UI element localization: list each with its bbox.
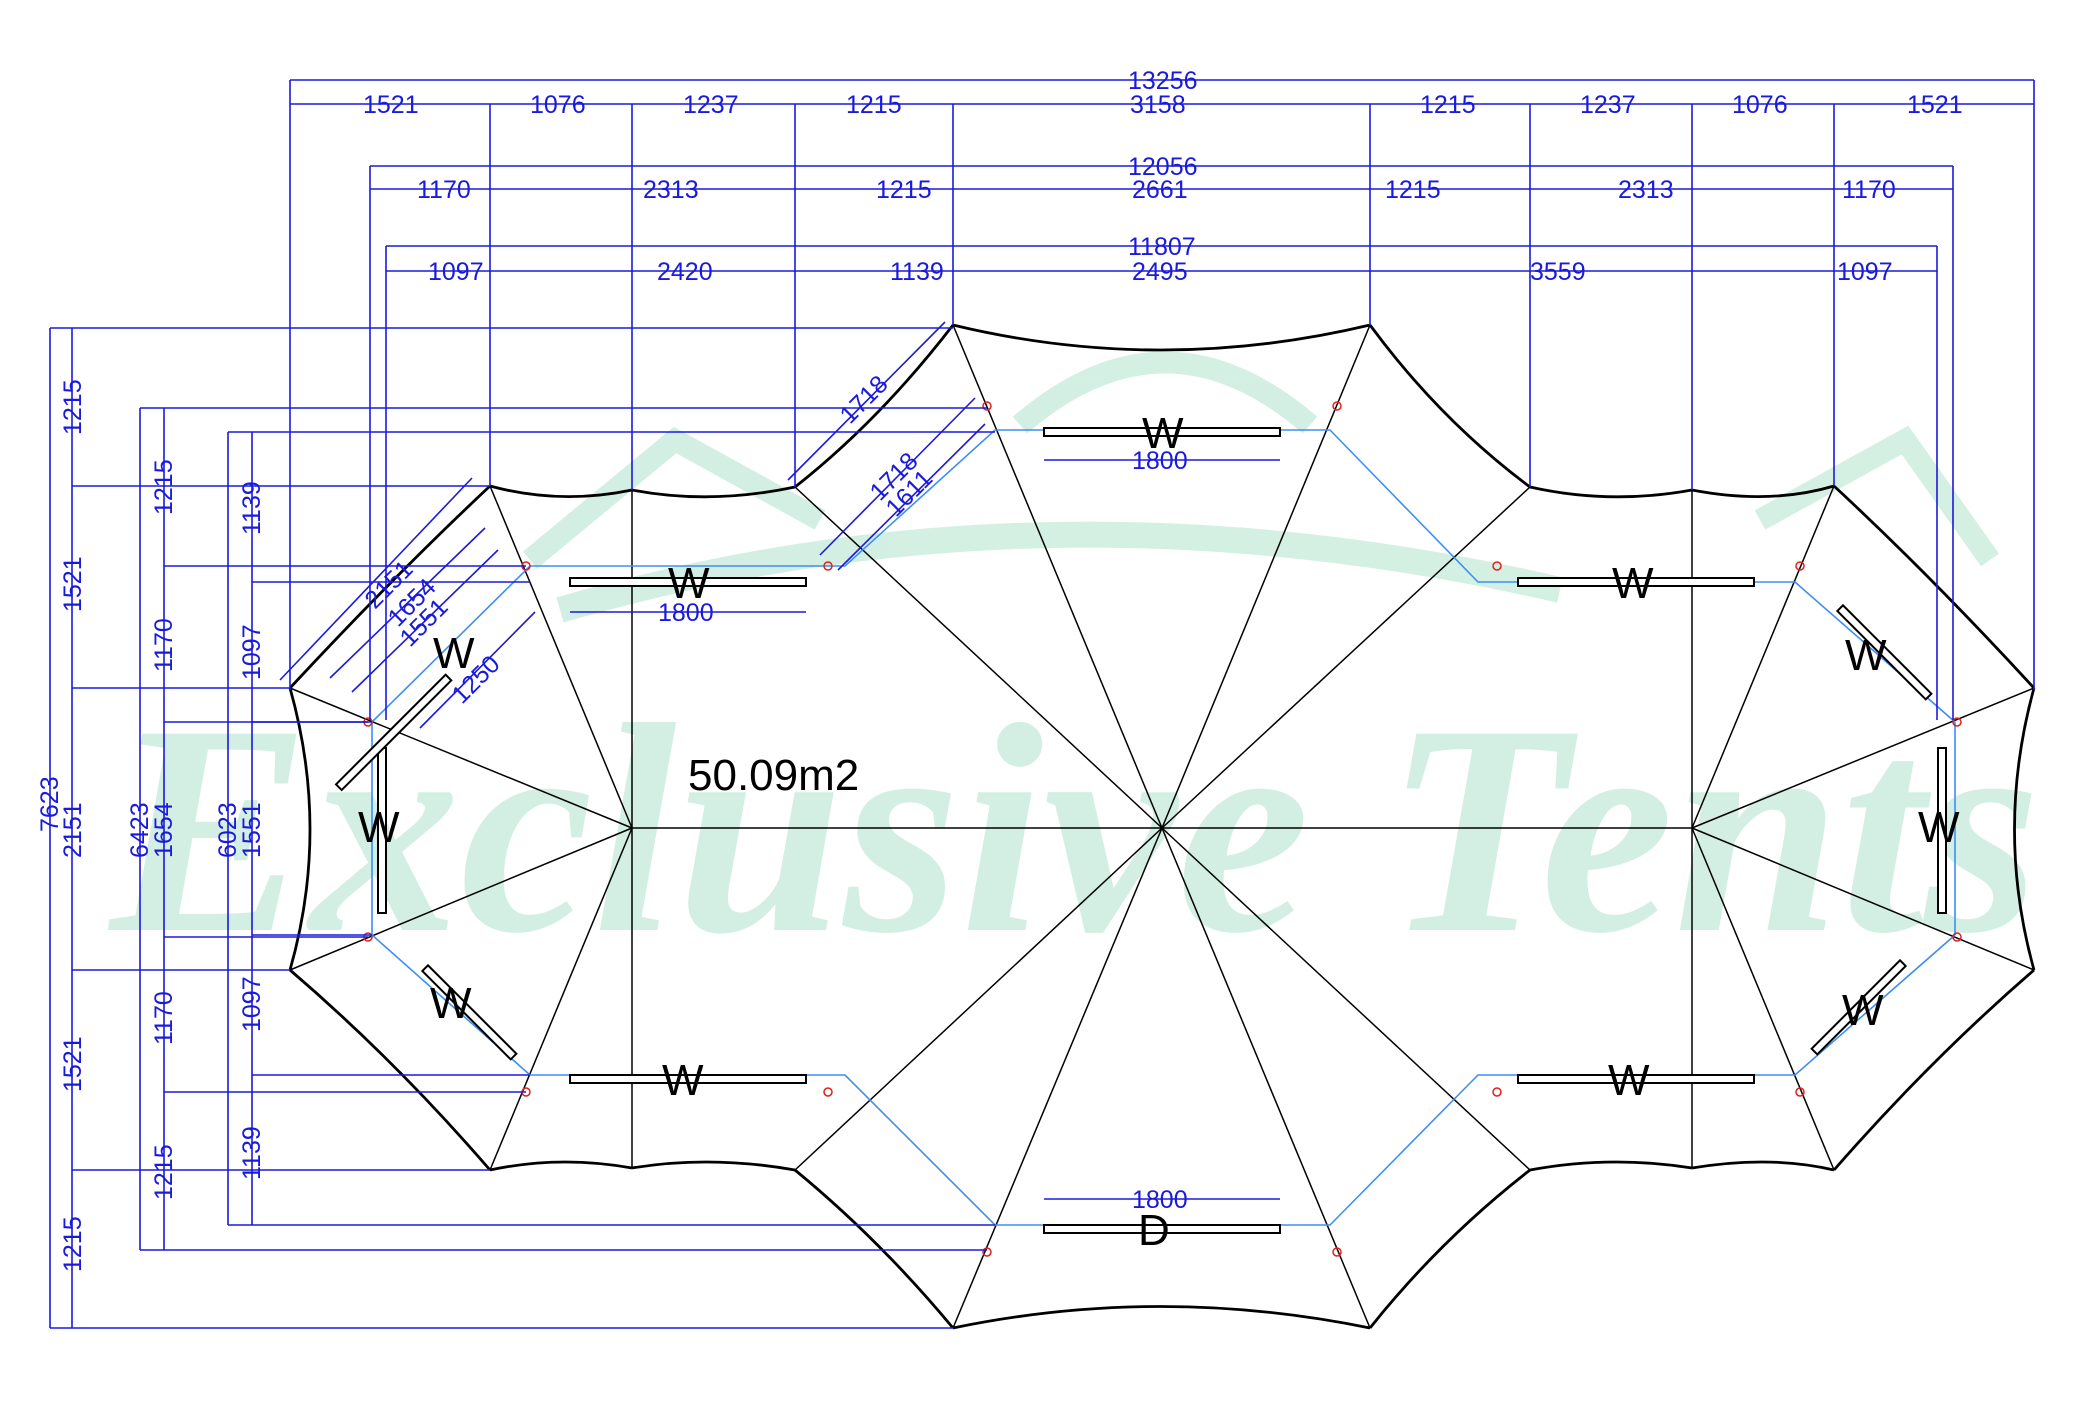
window-upper-right-diagonal xyxy=(1835,603,1933,701)
dim-label: 1097 xyxy=(238,624,266,680)
dim-label: 1215 xyxy=(1385,176,1441,204)
dim-label: 1097 xyxy=(238,976,266,1032)
watermark: Exclusive Tents xyxy=(105,351,2041,995)
dim-total-6423: 6423 xyxy=(126,802,154,858)
opening-label: W xyxy=(662,1056,704,1105)
window-right xyxy=(1937,747,1947,914)
dim-total-11807: 11807 xyxy=(1128,233,1196,261)
dim-label: 1551 xyxy=(238,802,266,858)
dim-total-6023: 6023 xyxy=(214,802,242,858)
area-label: 50.09m2 xyxy=(688,751,859,800)
window-bottom-right xyxy=(1517,1074,1755,1084)
opening-label: W xyxy=(1608,1056,1650,1105)
dim-label: 2661 xyxy=(1132,176,1188,204)
dim-label: 1521 xyxy=(363,91,419,119)
opening-label: W xyxy=(1142,409,1184,458)
dim-label: 1076 xyxy=(1732,91,1788,119)
dim-label: 1237 xyxy=(1580,91,1636,119)
opening-width: 1800 xyxy=(658,599,714,627)
dim-label: 1654 xyxy=(150,802,178,858)
dim-label: 2313 xyxy=(1618,176,1674,204)
opening-label: W xyxy=(430,979,472,1028)
dim-label: 1170 xyxy=(150,618,178,672)
dim-label: 1170 xyxy=(1842,176,1896,204)
window-top-left xyxy=(569,577,807,587)
dim-label: 1139 xyxy=(238,481,266,535)
window-lower-left-diagonal xyxy=(420,963,518,1061)
dim-label: 3559 xyxy=(1530,258,1586,286)
window-top-center xyxy=(1043,427,1281,437)
dim-total-13256: 13256 xyxy=(1128,67,1198,95)
opening-width: 1800 xyxy=(1132,447,1188,475)
opening-label: W xyxy=(358,803,400,852)
dim-label: 1170 xyxy=(417,176,471,204)
opening-label: W xyxy=(1918,803,1960,852)
dim-label: 1215 xyxy=(150,459,178,515)
openings: W W W W W W W W W W W D 1800 1800 1800 xyxy=(334,409,1960,1255)
dim-label: 1215 xyxy=(1420,91,1476,119)
opening-label: D xyxy=(1138,1206,1170,1255)
dim-label: 2313 xyxy=(643,176,699,204)
top-dimensions: 13256 1521 1076 1237 1215 3158 1215 1237… xyxy=(289,67,2035,720)
dim-label: 1215 xyxy=(59,379,87,435)
dim-label: 1097 xyxy=(1837,258,1893,286)
dim-label: 1215 xyxy=(846,91,902,119)
dim-label: 1076 xyxy=(530,91,586,119)
dim-total-7623: 7623 xyxy=(36,776,64,832)
dim-label: 1215 xyxy=(876,176,932,204)
dim-label: 2151 xyxy=(59,802,87,858)
opening-label: W xyxy=(1612,559,1654,608)
opening-label: W xyxy=(1842,986,1884,1035)
dim-label: 3158 xyxy=(1130,91,1186,119)
opening-label: W xyxy=(668,559,710,608)
dim-label: 1718 xyxy=(834,370,893,429)
anchor-points xyxy=(363,401,1962,1257)
dim-label: 1521 xyxy=(1907,91,1963,119)
dim-label: 2495 xyxy=(1132,258,1188,286)
left-dimensions: 7623 1215 1521 2151 1521 1215 6423 1215 … xyxy=(36,327,995,1329)
dim-label: 1521 xyxy=(59,556,87,612)
opening-width: 1800 xyxy=(1132,1186,1188,1214)
dim-label: 1215 xyxy=(59,1216,87,1272)
rafters xyxy=(289,324,2035,1329)
dim-total-12056: 12056 xyxy=(1128,153,1198,181)
dim-label: 1237 xyxy=(683,91,739,119)
opening-label: W xyxy=(1845,631,1887,680)
dim-label: 1139 xyxy=(238,1126,266,1180)
door-bottom-center xyxy=(1043,1224,1281,1234)
dim-label: 1170 xyxy=(150,991,178,1045)
tent-outline xyxy=(288,323,2036,1330)
opening-label: W xyxy=(433,629,475,678)
window-top-right xyxy=(1517,577,1755,587)
dim-label: 1215 xyxy=(150,1144,178,1200)
dim-label: 1139 xyxy=(890,258,944,286)
dim-label: 2420 xyxy=(657,258,713,286)
window-lower-right-diagonal xyxy=(1810,958,1908,1056)
window-bottom-left xyxy=(569,1074,807,1084)
window-upper-left-diagonal xyxy=(334,673,453,792)
watermark-text: Exclusive Tents xyxy=(105,663,2040,995)
dim-label: 1521 xyxy=(59,1036,87,1092)
dim-label: 1097 xyxy=(428,258,484,286)
